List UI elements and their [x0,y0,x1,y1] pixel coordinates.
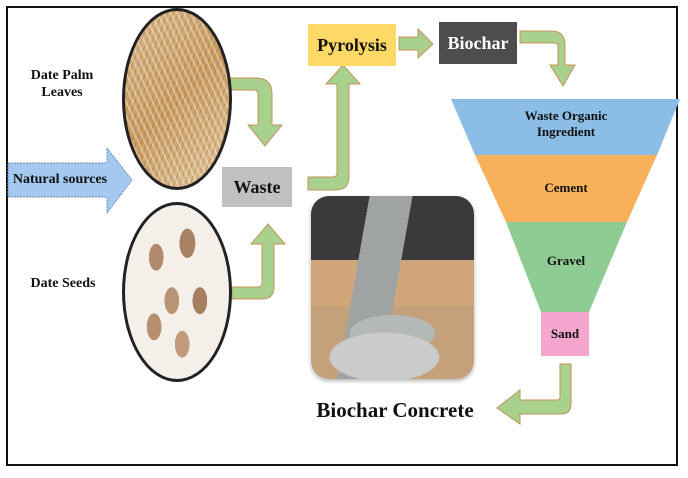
sand-to-concrete-arrow [496,363,572,425]
natural-sources-label: Natural sources [12,172,108,187]
seeds-to-waste-arrow [231,223,287,300]
biochar-to-funnel-arrow [519,30,576,87]
diagram-frame [6,6,678,466]
biochar-concrete-image [311,196,474,379]
date-seeds-image [122,202,232,382]
funnel-layer-gravel [506,222,627,312]
funnel-label-cement: Cement [544,180,588,195]
funnel-layer-sand [541,312,589,356]
natural-sources-arrow [7,146,133,215]
date-palm-leaves-image [122,8,232,190]
funnel-label-waste-organic: Waste Organic Ingredient [524,108,608,140]
waste-box: Waste [222,167,292,207]
funnel-layer-cement [475,155,657,222]
biochar-concrete-label: Biochar Concrete [316,398,474,422]
funnel-layer-waste-organic [451,99,680,155]
funnel-label-gravel: Gravel [546,253,586,268]
leaves-to-waste-arrow [229,77,284,147]
pyrolysis-box: Pyrolysis [308,24,396,66]
waste-to-pyrolysis-arrow [307,64,362,191]
biochar-box: Biochar [439,22,517,64]
date-seeds-label: Date Seeds [30,276,96,291]
date-palm-leaves-label: Date Palm Leaves [30,68,94,100]
pyrolysis-to-biochar-arrow [398,27,434,60]
funnel-label-sand: Sand [550,326,580,341]
